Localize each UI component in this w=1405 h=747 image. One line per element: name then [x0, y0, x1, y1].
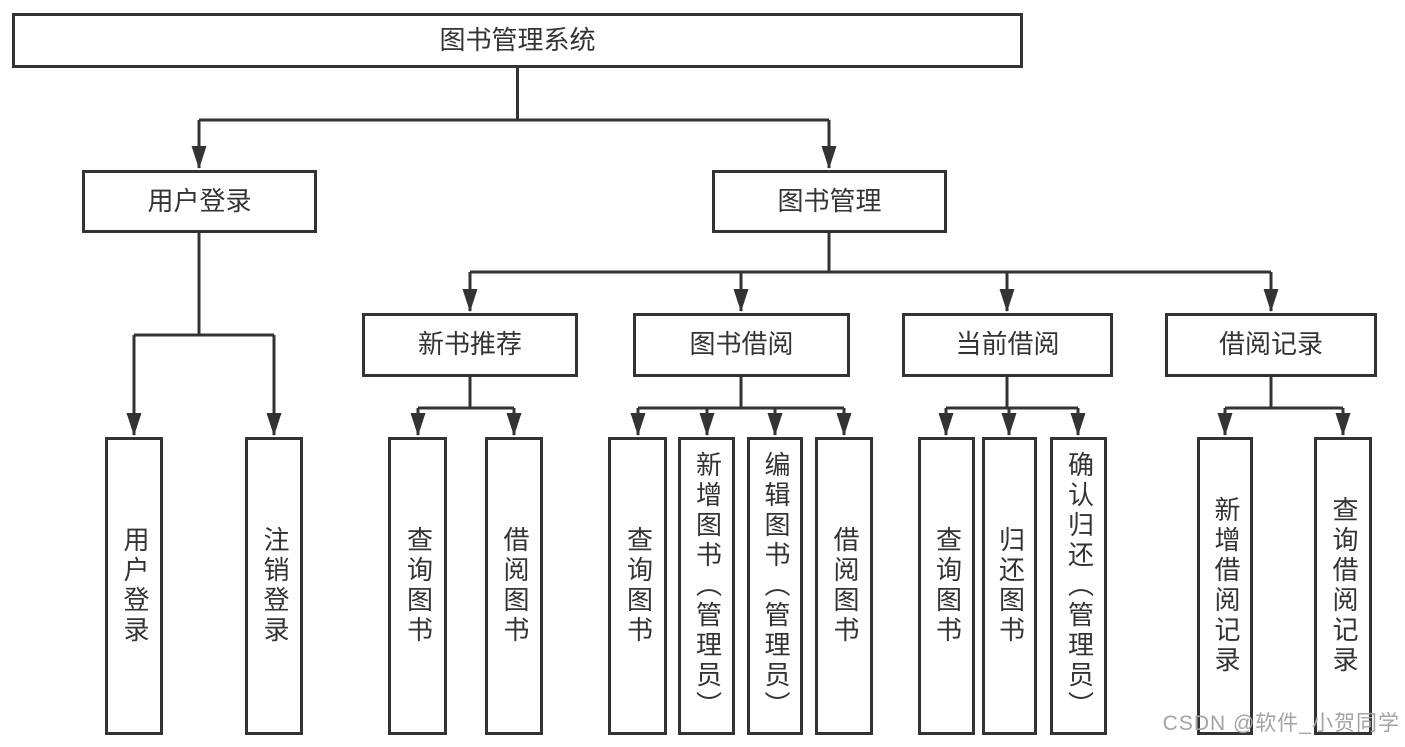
node-book-borrow: 图书借阅	[633, 313, 850, 377]
node-borrow-records: 借阅记录	[1165, 313, 1377, 377]
branch-rail-new-book-recommend	[418, 375, 514, 410]
node-book-management: 图书管理	[712, 170, 947, 233]
leaf-borrow-books-rec: 借阅图书	[485, 437, 543, 735]
leaf-user-login: 用户登录	[105, 437, 163, 735]
node-current-borrow: 当前借阅	[902, 313, 1113, 377]
branch-rail-current-borrow	[946, 375, 1078, 410]
leaf-return-books: 归还图书	[982, 437, 1037, 735]
leaf-confirm-return-admin: 确认归还（管理员）	[1050, 437, 1107, 735]
leaf-logout: 注销登录	[245, 437, 303, 735]
branch-rail-book-management	[470, 231, 1271, 274]
branch-rail-book-borrow	[638, 375, 844, 410]
leaf-query-books-current: 查询图书	[918, 437, 975, 735]
leaf-borrow-books: 借阅图书	[815, 437, 873, 735]
leaf-add-borrow-record: 新增借阅记录	[1197, 437, 1253, 735]
leaf-query-borrow-record: 查询借阅记录	[1314, 437, 1372, 735]
node-new-book-recommend: 新书推荐	[362, 313, 578, 377]
leaf-query-books-borrow: 查询图书	[608, 437, 667, 735]
branch-rail-user-login	[134, 231, 274, 337]
node-root-system: 图书管理系统	[12, 13, 1023, 68]
branch-rail-root	[199, 66, 829, 122]
branch-rail-borrow-records	[1225, 375, 1343, 410]
leaf-edit-books-admin: 编辑图书（管理员）	[747, 437, 803, 735]
leaf-add-books-admin: 新增图书（管理员）	[678, 437, 735, 735]
csdn-watermark: CSDN @软件_小贺同学	[1162, 712, 1400, 735]
leaf-query-books-rec: 查询图书	[388, 437, 447, 735]
node-user-login: 用户登录	[82, 170, 317, 233]
